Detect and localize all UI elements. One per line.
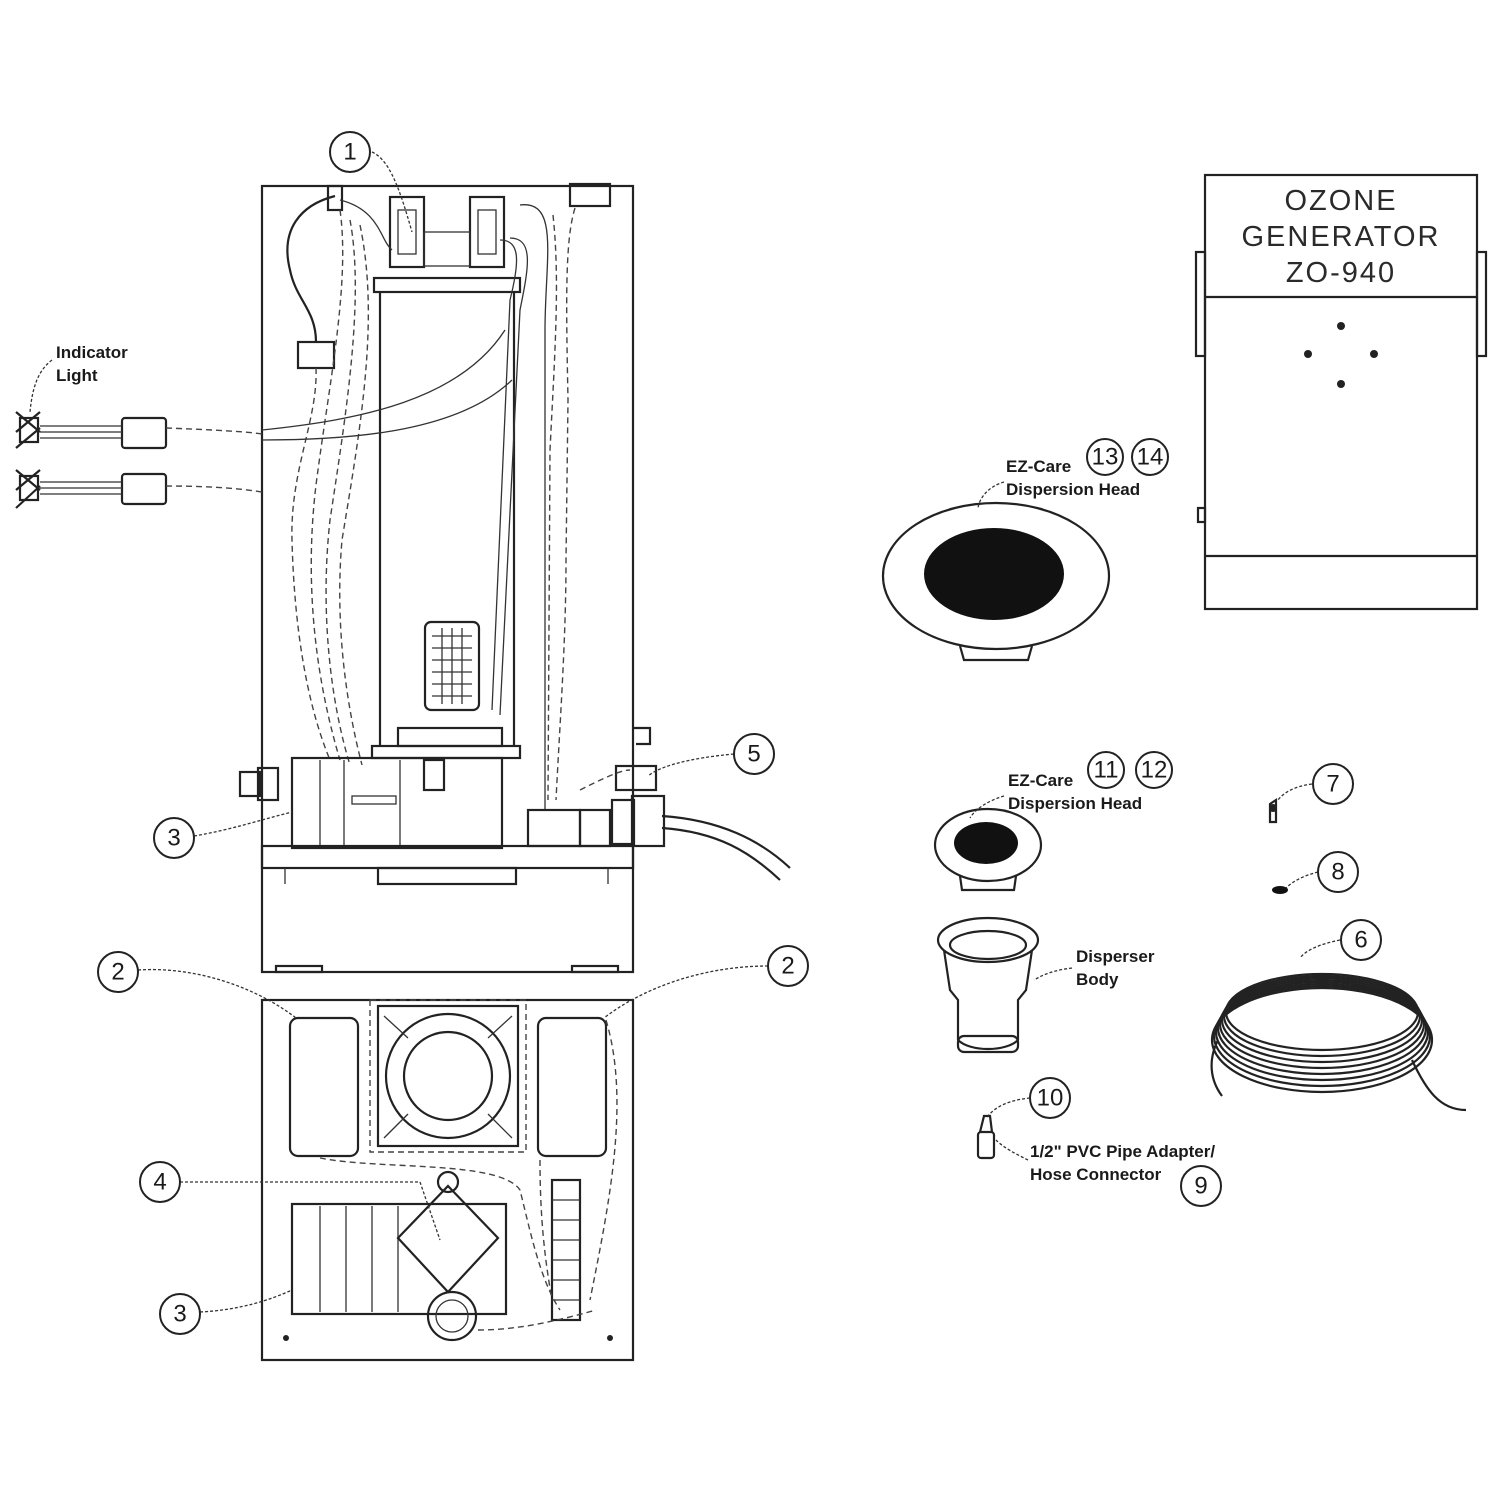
svg-text:2: 2 xyxy=(111,959,124,986)
disperser-body-label-1: Disperser xyxy=(1076,947,1155,966)
svg-text:3: 3 xyxy=(173,1301,186,1328)
callout-1: 1 xyxy=(329,131,413,233)
callout-3-upper: 3 xyxy=(153,811,293,859)
lower-chassis xyxy=(260,998,635,1362)
dispersion-head-large: EZ-Care Dispersion Head 13 14 xyxy=(881,438,1169,662)
ez-care-small-label-2: Dispersion Head xyxy=(1008,794,1142,813)
upper-chassis xyxy=(238,182,791,974)
ozone-generator-box: OZONE GENERATOR ZO-940 xyxy=(1194,173,1488,611)
svg-text:2: 2 xyxy=(781,953,794,980)
part-7: 7 xyxy=(1268,763,1354,824)
pvc-adapter: 10 1/2" PVC Pipe Adapter/ Hose Connector… xyxy=(976,1077,1222,1207)
indicator-light-label-2: Light xyxy=(56,366,98,385)
svg-text:6: 6 xyxy=(1354,927,1367,954)
generator-title-line-3: ZO-940 xyxy=(1286,257,1396,289)
svg-text:9: 9 xyxy=(1194,1173,1207,1200)
pvc-adapter-label-1: 1/2" PVC Pipe Adapter/ xyxy=(1030,1142,1215,1161)
svg-text:14: 14 xyxy=(1137,444,1164,471)
svg-text:1: 1 xyxy=(343,139,356,166)
svg-text:8: 8 xyxy=(1331,859,1344,886)
generator-title-line-2: GENERATOR xyxy=(1241,221,1440,253)
callout-2-right: 2 xyxy=(603,945,809,1019)
dispersion-head-small: EZ-Care Dispersion Head 11 12 xyxy=(933,751,1173,892)
filter-mesh xyxy=(432,628,472,704)
svg-text:11: 11 xyxy=(1094,757,1119,784)
ez-care-small-label-1: EZ-Care xyxy=(1008,771,1073,790)
ez-care-large-label-1: EZ-Care xyxy=(1006,457,1071,476)
svg-text:12: 12 xyxy=(1141,757,1168,784)
callout-3-lower: 3 xyxy=(159,1289,293,1335)
pvc-adapter-label-2: Hose Connector xyxy=(1030,1165,1162,1184)
generator-title-line-1: OZONE xyxy=(1284,185,1397,217)
svg-text:10: 10 xyxy=(1037,1085,1064,1112)
coiled-tubing: 6 xyxy=(1210,919,1467,1112)
callout-4: 4 xyxy=(139,1161,441,1241)
svg-text:13: 13 xyxy=(1092,444,1119,471)
indicator-light-label-1: Indicator xyxy=(56,343,128,362)
callout-2-left: 2 xyxy=(97,951,297,1019)
part-8: 8 xyxy=(1272,851,1359,894)
svg-text:3: 3 xyxy=(167,825,180,852)
disperser-body-label-2: Body xyxy=(1076,970,1119,989)
indicator-light-icon xyxy=(15,411,263,450)
callout-5: 5 xyxy=(647,733,775,777)
svg-text:4: 4 xyxy=(153,1169,166,1196)
svg-text:5: 5 xyxy=(747,741,760,768)
indicator-light-icon xyxy=(15,469,263,509)
disperser-body: Disperser Body xyxy=(936,916,1155,1054)
indicator-lights: Indicator Light xyxy=(15,343,263,509)
ez-care-large-label-2: Dispersion Head xyxy=(1006,480,1140,499)
svg-text:7: 7 xyxy=(1326,771,1339,798)
